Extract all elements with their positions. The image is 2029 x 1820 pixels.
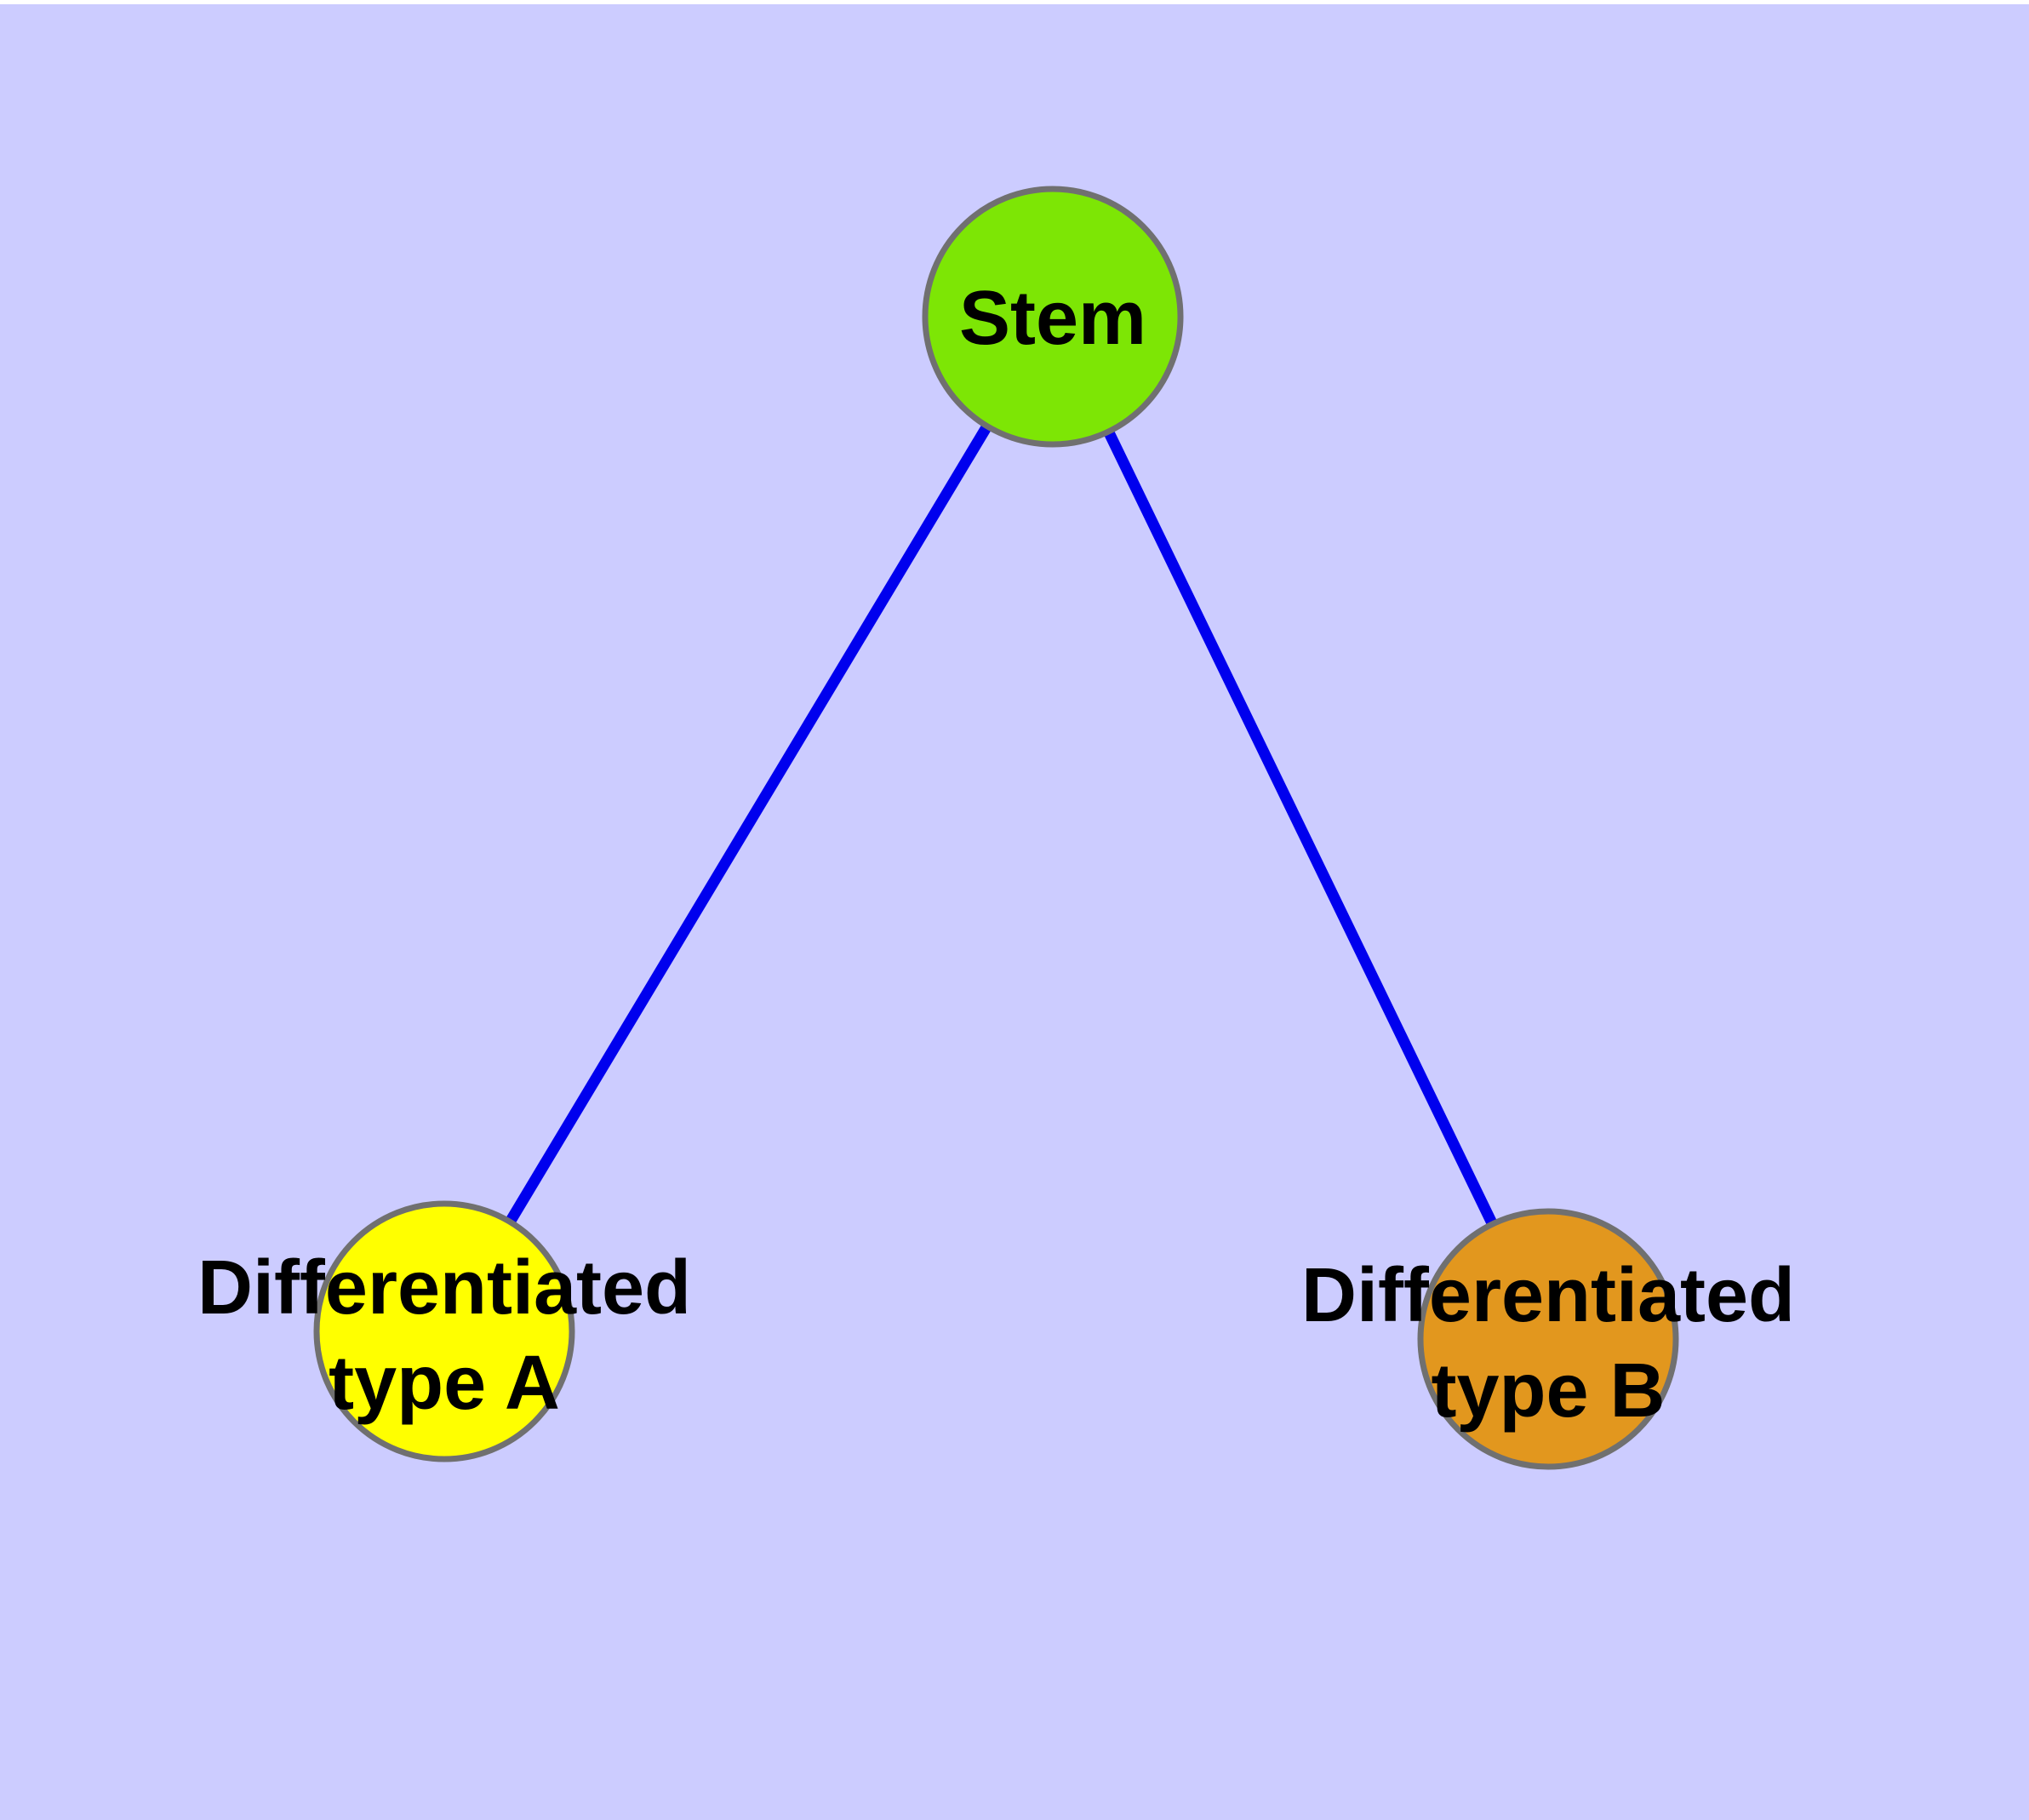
node-stem [922, 186, 1184, 448]
edge-stem-to-type-a [439, 313, 1058, 1335]
node-type-a-label-line2: type A [329, 1341, 560, 1426]
edge-stem-to-type-b [1048, 314, 1553, 1342]
top-edge-strip [0, 0, 2029, 4]
node-type-a-label-line1: Differentiated [197, 1245, 691, 1331]
node-differentiated-type-b [1417, 1208, 1679, 1470]
node-differentiated-type-a [313, 1200, 575, 1462]
node-type-b-label-line1: Differentiated [1301, 1253, 1795, 1338]
node-type-b-label-line2: type B [1431, 1348, 1665, 1434]
node-stem-label: Stem [959, 276, 1146, 361]
